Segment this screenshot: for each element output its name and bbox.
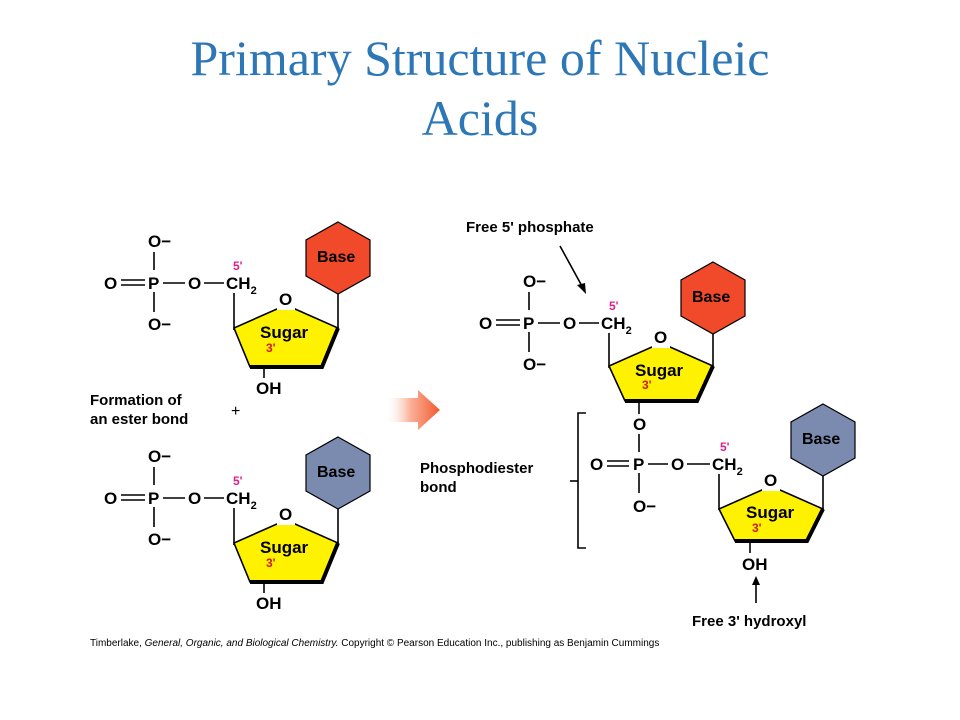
base-hexagon — [305, 436, 371, 510]
title-line-2: Acids — [421, 90, 539, 146]
sugar-label: Sugar — [260, 538, 309, 557]
phosphate-o-minus-top: O− — [148, 232, 171, 251]
phosphate-o-double: O — [590, 455, 603, 474]
phosphodiester-bracket — [577, 412, 586, 549]
phosphodiester-label-line1: Phosphodiester — [420, 460, 534, 477]
phosphate-o-ester: O — [188, 274, 201, 293]
phosphate-p: P — [148, 489, 159, 508]
free-phosphate-arrow — [559, 245, 584, 289]
phosphate-o-ester: O — [671, 455, 684, 474]
bridge-oxygen: O — [633, 415, 646, 434]
phosphate-p: P — [633, 455, 644, 474]
five-prime-label: 5' — [233, 474, 243, 488]
ring-oxygen: O — [279, 290, 292, 309]
base-label: Base — [692, 289, 730, 306]
phosphate-o-double: O — [104, 489, 117, 508]
three-prime-label: 3' — [642, 378, 652, 392]
free-hydroxyl-label: Free 3' hydroxyl — [692, 613, 806, 630]
phosphate-o-minus-bottom: O− — [148, 530, 171, 549]
hydroxyl-oh: OH — [256, 379, 282, 398]
page-title: Primary Structure of Nucleic Acids — [0, 28, 960, 148]
three-prime-label: 3' — [266, 556, 276, 570]
ch2-label: CH2 — [601, 314, 632, 337]
reaction-arrow-icon — [385, 390, 440, 430]
copyright-credit: Timberlake, General, Organic, and Biolog… — [90, 638, 660, 649]
base-hexagon — [680, 261, 746, 335]
phosphate-o-minus-bottom: O− — [633, 497, 656, 516]
nucleotide-right-top: O− O P O CH2 5' O− O Sugar 3' Base — [479, 261, 746, 403]
three-prime-label: 3' — [752, 521, 762, 535]
five-prime-label: 5' — [720, 440, 730, 454]
base-label: Base — [317, 464, 355, 481]
nucleotide-bottom-left: O− O P O CH2 5' O− O Sugar 3' OH Base — [104, 436, 371, 613]
phosphate-o-double: O — [479, 314, 492, 333]
ring-oxygen: O — [764, 471, 777, 490]
ch2-label: CH2 — [226, 274, 257, 297]
five-prime-label: 5' — [609, 299, 619, 313]
phosphate-o-minus-top: O− — [523, 272, 546, 291]
phosphate-o-double: O — [104, 274, 117, 293]
sugar-label: Sugar — [635, 361, 684, 380]
ring-oxygen: O — [279, 505, 292, 524]
base-hexagon — [790, 403, 856, 477]
phosphate-o-ester: O — [188, 489, 201, 508]
nucleotide-right-bottom: O P O CH2 5' O− O Sugar 3' OH Base — [590, 403, 856, 574]
phosphate-o-ester: O — [563, 314, 576, 333]
ch2-label: CH2 — [226, 489, 257, 512]
phosphate-o-minus-bottom: O− — [523, 355, 546, 374]
phosphate-o-minus-bottom: O− — [148, 315, 171, 334]
phosphate-p: P — [523, 314, 534, 333]
plus-sign: + — [231, 403, 240, 420]
base-hexagon — [305, 221, 371, 295]
three-prime-label: 3' — [266, 341, 276, 355]
ring-oxygen: O — [654, 328, 667, 347]
sugar-label: Sugar — [746, 503, 795, 522]
formation-label-line1: Formation of — [90, 392, 183, 409]
nucleotide-top-left: O− O P O CH2 5' O− O Sugar 3' OH Base — [104, 221, 371, 398]
phosphate-p: P — [148, 274, 159, 293]
phosphate-o-minus-top: O− — [148, 447, 171, 466]
ch2-label: CH2 — [712, 455, 743, 478]
hydroxyl-oh: OH — [256, 594, 282, 613]
phosphodiester-label-line2: bond — [420, 479, 457, 496]
base-label: Base — [317, 249, 355, 266]
free-phosphate-label: Free 5' phosphate — [466, 219, 594, 236]
five-prime-label: 5' — [233, 259, 243, 273]
formation-label-line2: an ester bond — [90, 411, 188, 428]
base-label: Base — [802, 431, 840, 448]
hydroxyl-oh: OH — [742, 555, 768, 574]
title-line-1: Primary Structure of Nucleic — [190, 30, 770, 86]
sugar-label: Sugar — [260, 323, 309, 342]
